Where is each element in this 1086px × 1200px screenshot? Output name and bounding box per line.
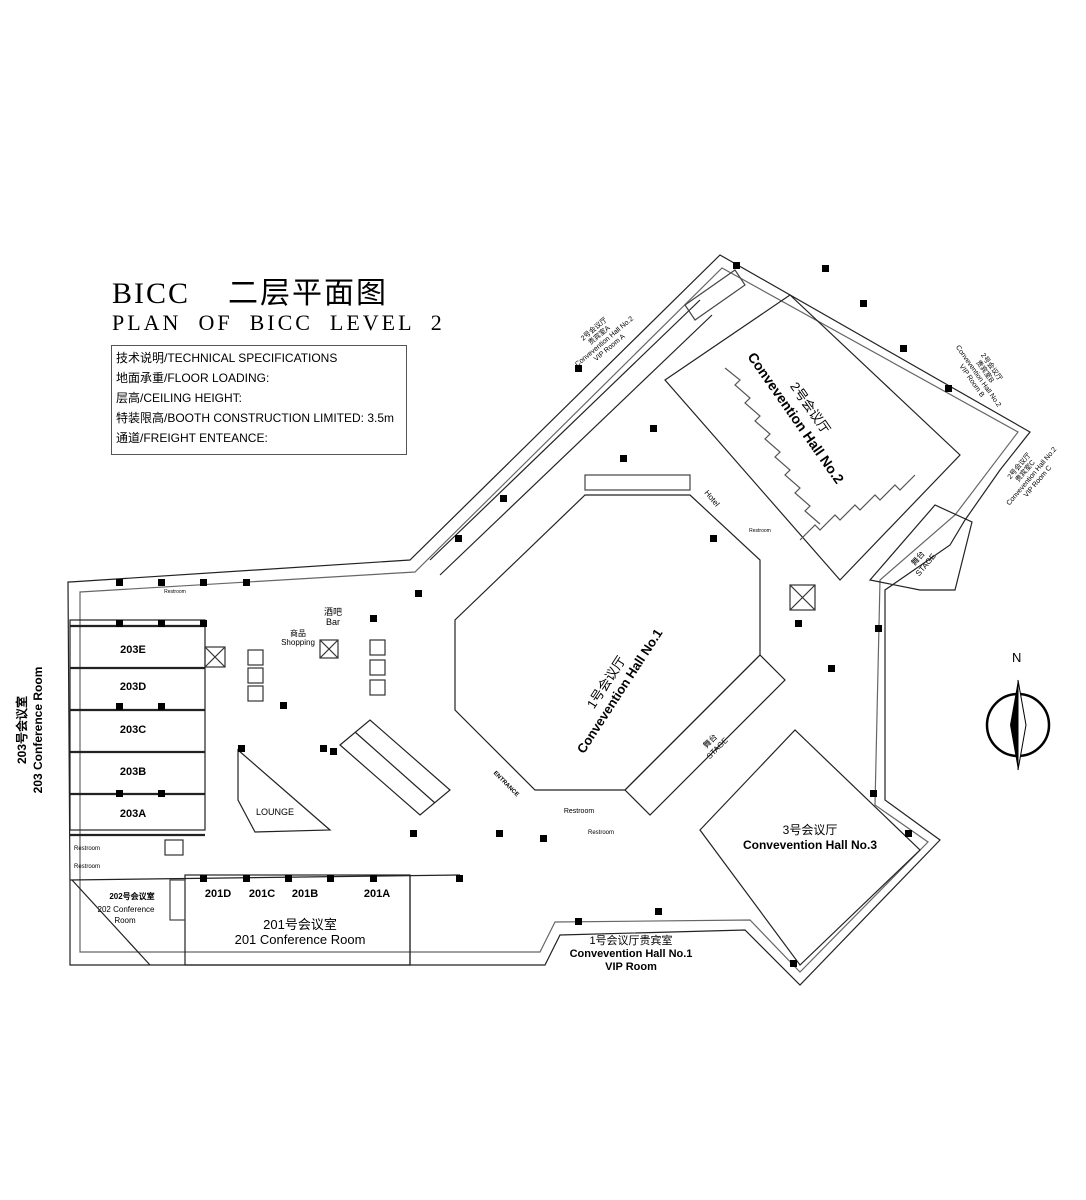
escalator-rail xyxy=(354,731,436,804)
room-203-block xyxy=(69,619,206,831)
staircase xyxy=(169,269,746,921)
lounge-label: LOUNGE xyxy=(256,807,294,817)
hall-2-curtain xyxy=(724,367,821,525)
room-203b: 203B xyxy=(120,766,146,778)
room-203-title-cn: 203号会议室 xyxy=(14,696,29,764)
spec-freight-entrance: 通道/FREIGHT ENTEANCE: xyxy=(116,431,268,445)
wall xyxy=(439,314,713,576)
hall-3-label-cn: 3号会议厅 xyxy=(783,823,838,837)
vip-1-cn: 1号会议厅贵宾室 xyxy=(589,933,672,947)
restroom-label: Restroom xyxy=(588,830,614,836)
spec-floor-loading: 地面承重/FLOOR LOADING: xyxy=(116,371,270,385)
room-201c: 201C xyxy=(249,888,275,900)
spec-booth-limit: 特装限高/BOOTH CONSTRUCTION LIMITED: 3.5m xyxy=(116,411,395,425)
shopping-label-cn: 商品 xyxy=(290,628,306,638)
room-202-cn: 202号会议室 xyxy=(109,891,154,901)
escalator xyxy=(339,719,451,816)
lounge-area xyxy=(237,748,332,833)
building-inner-outline xyxy=(79,267,1019,973)
shopping-label-en: Shopping xyxy=(281,638,315,647)
room-203a: 203A xyxy=(120,808,146,820)
bar-label-en: Bar xyxy=(326,617,340,627)
wall xyxy=(429,299,701,561)
bar-label-cn: 酒吧 xyxy=(324,607,342,617)
restroom-label: Restroom xyxy=(74,846,100,852)
elevator-bank xyxy=(164,584,816,856)
room-203c: 203C xyxy=(120,724,146,736)
restroom-label: Restroom xyxy=(564,808,595,815)
hall-3-wall xyxy=(699,729,921,966)
plan-title-en: PLAN OF BICC LEVEL 2 xyxy=(112,310,445,335)
hall-1-label-en: Convevention Hall No.1 xyxy=(574,626,666,756)
room-203e: 203E xyxy=(120,644,146,656)
hall-2-label-en: Convevention Hall No.2 xyxy=(745,349,848,486)
hotel-label: Hotel xyxy=(702,488,721,508)
wall xyxy=(69,874,461,881)
room-203d: 203D xyxy=(120,681,146,693)
vip-1-en2: VIP Room xyxy=(605,961,657,973)
room-201b: 201B xyxy=(292,888,318,900)
restroom-label: Restroom xyxy=(749,528,771,534)
room-202-en2: Room xyxy=(114,916,136,925)
hall-2-wall xyxy=(664,294,961,581)
columns xyxy=(116,262,952,967)
hall-3-label-en: Convevention Hall No.3 xyxy=(743,838,877,852)
spec-ceiling-height: 层高/CEILING HEIGHT: xyxy=(116,391,243,405)
hall-2-curtain xyxy=(799,474,916,541)
room-201a: 201A xyxy=(364,888,390,900)
restroom-label: Restroom xyxy=(164,589,186,595)
vip-1-en: Convevention Hall No.1 xyxy=(570,948,693,960)
spec-heading: 技术说明/TECHNICAL SPECIFICATIONS xyxy=(116,351,338,365)
hall-1-stage xyxy=(624,654,786,816)
stage-2 xyxy=(868,504,973,591)
wall xyxy=(71,879,151,966)
room-202-en: 202 Conference xyxy=(98,905,155,914)
compass-north-label: N xyxy=(1012,650,1021,665)
room-201-cn: 201号会议室 xyxy=(263,917,337,932)
north-arrow-icon xyxy=(985,679,1051,771)
room-201-en: 201 Conference Room xyxy=(235,932,366,947)
restroom-label: Restroom xyxy=(74,864,100,870)
entrance-label: ENTRANCE xyxy=(492,770,520,798)
room-201d: 201D xyxy=(205,888,231,900)
building-outline xyxy=(67,254,1031,986)
room-203-title-en: 203 Conference Room xyxy=(31,667,45,794)
plan-title-cn: BICC 二层平面图 xyxy=(112,277,389,310)
technical-specifications-box: 技术说明/TECHNICAL SPECIFICATIONS 地面承重/FLOOR… xyxy=(111,345,407,455)
